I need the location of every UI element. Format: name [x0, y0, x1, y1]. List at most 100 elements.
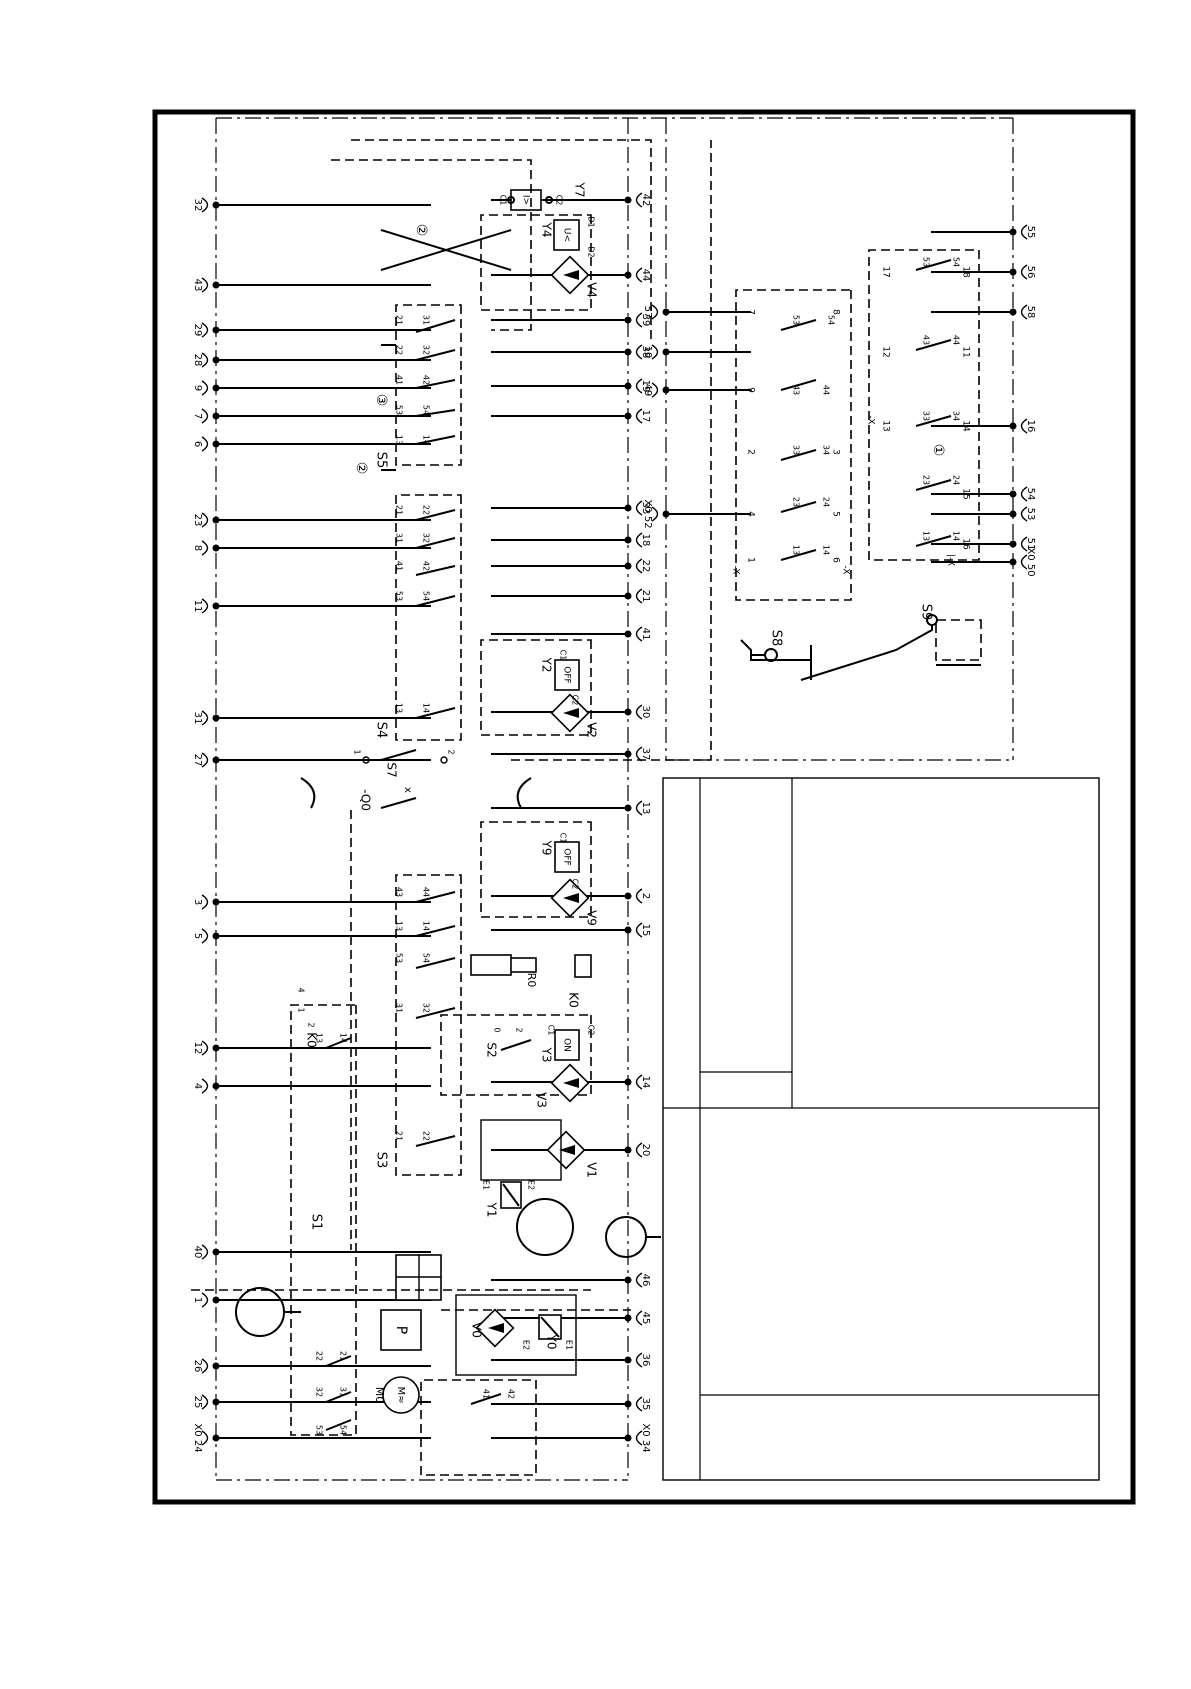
terminal-r58	[1009, 304, 1028, 320]
label-blk2-contact: 43	[922, 335, 931, 345]
label-blk1-contact: 24	[822, 497, 831, 507]
label-k0: K0	[567, 992, 581, 1008]
label-r0: R0	[525, 973, 538, 988]
terminal-label-t9: 9	[192, 385, 203, 391]
terminal-label-b13: 13	[640, 802, 651, 815]
label-circle-3: ③	[373, 394, 389, 407]
terminal-r10	[651, 344, 670, 360]
label-s3-contact: 54	[422, 953, 431, 963]
terminal-b21	[624, 588, 643, 604]
label-circle-2b: ②	[353, 462, 369, 475]
label-m0-sub: M≈	[395, 1386, 406, 1403]
component-y9	[554, 841, 580, 873]
label-s3-contact: 31	[395, 1003, 404, 1013]
component-y2	[554, 659, 580, 691]
label-y3-tag: ON	[562, 1038, 572, 1052]
component-v9	[480, 821, 592, 918]
terminal-label-r50: X0 50	[1025, 547, 1036, 576]
terminal-b46	[624, 1272, 643, 1288]
label-blk2-pin: 14	[961, 420, 971, 432]
component-m0	[382, 1376, 420, 1414]
terminal-r54	[1009, 486, 1028, 502]
terminal-label-b33: 33	[640, 502, 651, 515]
terminal-t11	[201, 598, 220, 614]
label-s1-contact: 21	[339, 1351, 348, 1361]
label-k0-1: 1	[297, 1007, 306, 1012]
label-y2: Y2	[540, 657, 554, 673]
label-blk1-contact: 34	[822, 445, 831, 455]
terminal-label-b21: 21	[640, 590, 651, 603]
terminal-label-t23: 23	[192, 514, 203, 527]
terminal-label-t29: 29	[192, 324, 203, 337]
label-blk2-contact: 14	[952, 531, 961, 541]
label-blk2-contact: 24	[952, 475, 961, 485]
component-mech	[516, 1198, 661, 1258]
label-y3: Y3	[540, 1047, 554, 1063]
terminal-t5	[201, 928, 220, 944]
component-v4	[550, 255, 590, 295]
label-s3: S3	[374, 1152, 389, 1169]
component-v2	[480, 639, 592, 736]
label-blk1-pin: 6	[831, 557, 841, 563]
terminal-label-t24: X0 24	[192, 1423, 203, 1452]
label-s5-contact: 32	[422, 345, 431, 355]
label-y7: Y7	[573, 182, 587, 198]
label-s5: S5	[374, 452, 389, 469]
terminal-t31	[201, 710, 220, 726]
component-r0	[470, 954, 512, 976]
terminal-label-t12: 12	[192, 1042, 203, 1055]
terminal-label-b18: 18	[640, 534, 651, 547]
label-s8-xa: -X	[731, 566, 741, 575]
label-blk1-pin: 4	[746, 511, 756, 517]
label-v4: V4	[585, 282, 599, 298]
label-y2-tag: OFF	[562, 666, 572, 683]
component-s9	[800, 614, 982, 681]
terminal-r53	[1009, 506, 1028, 522]
label-y4: Y4	[540, 222, 554, 238]
label-blk2-contact: 54	[952, 257, 961, 267]
terminal-t25	[201, 1394, 220, 1410]
terminal-b37	[624, 746, 643, 762]
label-blk1-contact: 14	[822, 545, 831, 555]
terminal-label-b22: 22	[640, 560, 651, 573]
label-blk1-contact: 33	[792, 445, 801, 455]
component-s4	[395, 494, 462, 741]
label-s5-contact: 22	[395, 345, 404, 355]
terminal-t23	[201, 512, 220, 528]
label-s5-contact: 54	[422, 405, 431, 415]
terminal-t26	[201, 1358, 220, 1374]
terminal-r50	[1009, 554, 1028, 570]
terminal-label-t40: 40	[192, 1246, 203, 1259]
terminal-b41	[624, 626, 643, 642]
terminal-r57	[651, 304, 670, 320]
terminal-label-b30: 30	[640, 706, 651, 719]
terminal-b45	[624, 1310, 643, 1326]
terminal-label-b37: 37	[640, 748, 651, 761]
label-y4-d1: D1	[587, 216, 596, 227]
label-blk2-contact: 34	[952, 411, 961, 421]
terminal-label-r57: 57	[642, 306, 653, 319]
label-blk1-contact: 54	[827, 315, 836, 325]
label-blk2-pin: 15	[961, 488, 971, 499]
terminal-label-r54: 54	[1025, 488, 1036, 501]
terminal-label-b39: 39	[640, 314, 651, 327]
label-s5-contact: 41	[395, 375, 404, 385]
terminal-label-b14: 14	[640, 1076, 651, 1089]
page-frame	[152, 109, 1136, 1505]
label-s4-contact: 31	[395, 533, 404, 543]
label-y4-d2: D2	[587, 246, 596, 257]
label-y2-c1: C1	[559, 650, 568, 661]
label-y9-c1: C1	[559, 833, 568, 844]
terminal-t8	[201, 540, 220, 556]
label-blk1-contact: 53	[792, 315, 801, 325]
label-s1-contact: 13	[315, 1033, 324, 1043]
label-y3-c2: C2	[587, 1025, 596, 1036]
label-v2: V2	[585, 722, 599, 738]
label-s5-contact: 42	[422, 375, 431, 385]
label-s2-2: 2	[515, 1027, 524, 1032]
label-blk2-pin: 13	[881, 420, 891, 431]
terminal-t3	[201, 894, 220, 910]
label-s3-contact: 13	[395, 921, 404, 931]
